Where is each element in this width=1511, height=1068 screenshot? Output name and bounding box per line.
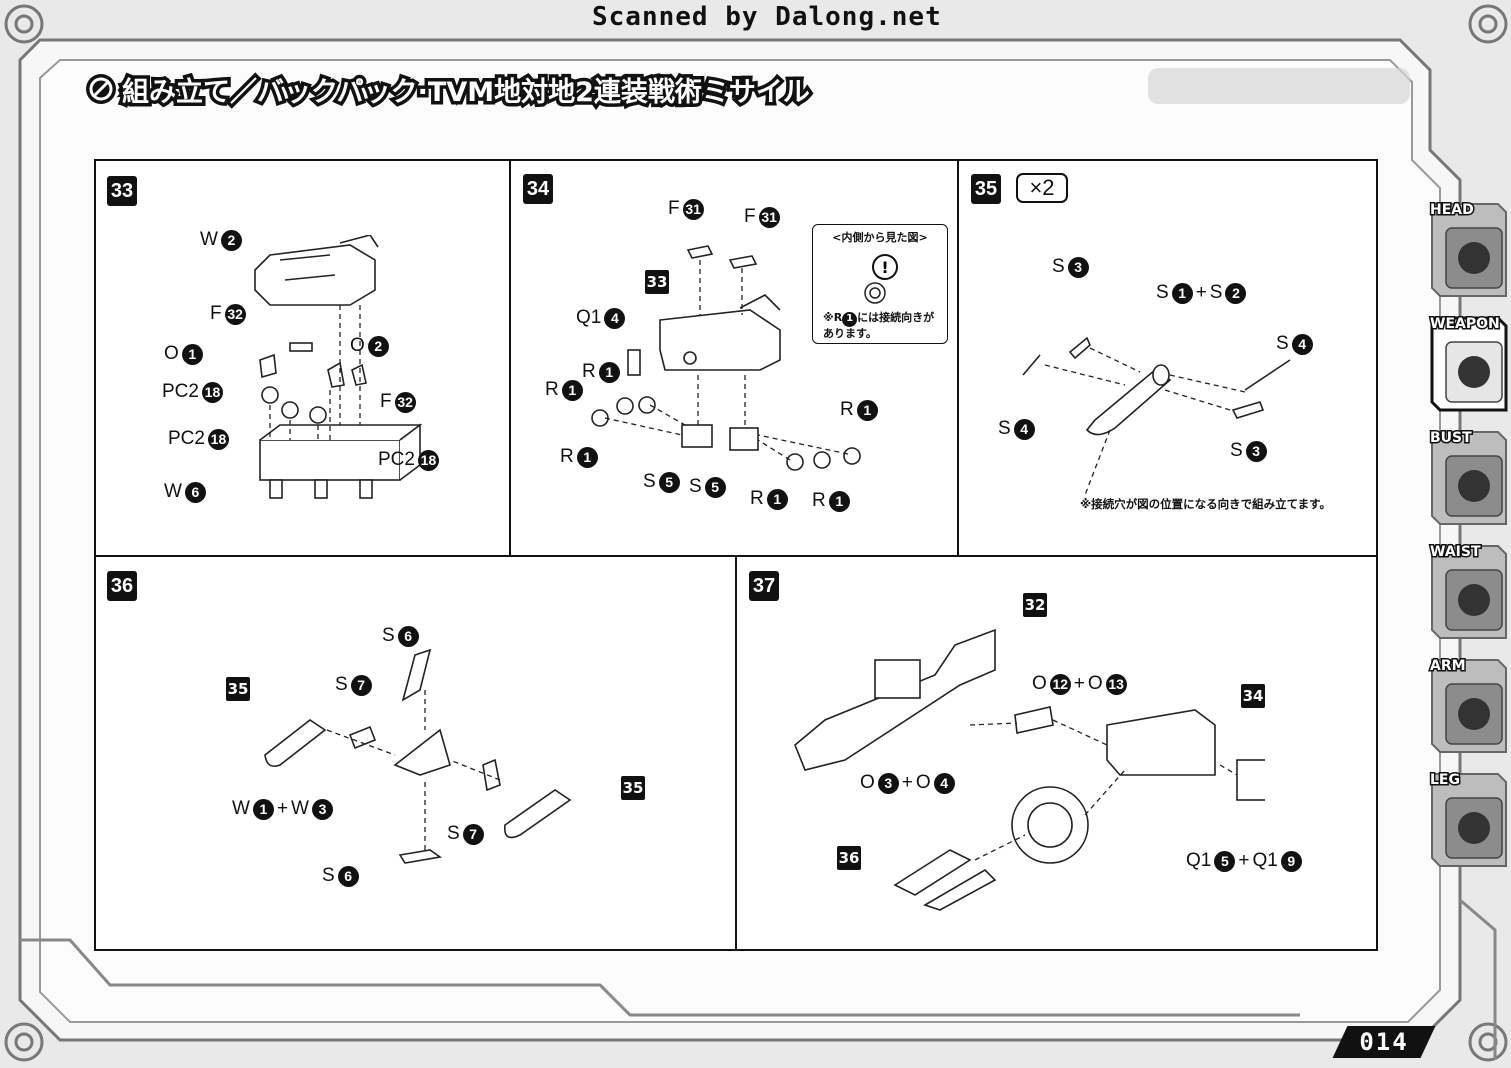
tab-background (1431, 203, 1507, 297)
tab-label: BUST (1429, 429, 1474, 448)
tab-background (1431, 545, 1507, 639)
tab-waist[interactable]: WAIST (1428, 542, 1508, 642)
step-36-diagram (264, 648, 572, 864)
ref-part-badge: 35 (226, 677, 250, 701)
tab-background (1430, 316, 1508, 412)
step-37-diagram (794, 628, 1265, 911)
mirrored-ghost-title (1148, 68, 1410, 104)
step-34-badge: 34 (523, 174, 553, 204)
step-33-diagram (254, 235, 423, 499)
ref-part-badge: 35 (621, 776, 645, 800)
step-35-diagram (1022, 336, 1291, 496)
tab-background (1431, 773, 1507, 867)
tab-background (1431, 431, 1507, 525)
tab-label: HEAD (1429, 201, 1476, 220)
ref-part-badge: 32 (1023, 593, 1047, 617)
ref-part-badge: 34 (1241, 684, 1265, 708)
step-34-diagram (591, 245, 861, 471)
tab-label: ARM (1429, 657, 1468, 676)
tab-leg[interactable]: LEG (1428, 770, 1508, 870)
tab-background (1431, 659, 1507, 753)
tab-bust[interactable]: BUST (1428, 428, 1508, 528)
page-title: 組み立て／バックパック·TVM地対地2連装戦術ミサイル (119, 73, 814, 111)
page-number-badge: 014 (1332, 1026, 1436, 1058)
page-number: 014 (1359, 1028, 1409, 1056)
gear-icon (86, 74, 116, 104)
assembly-note: ※接続穴が図の位置になる向きで組み立てます。 (1080, 497, 1331, 511)
step-35-badge: 35 (971, 174, 1001, 204)
page-title-bar: 組み立て／バックパック·TVM地対地2連装戦術ミサイル (84, 68, 814, 111)
note-heading: <内側から見た図> (832, 231, 928, 244)
quantity-multiplier: ×2 (1016, 173, 1068, 203)
ref-part-badge: 33 (645, 270, 669, 294)
step-36-badge: 36 (107, 571, 137, 601)
scan-credit: Scanned by Dalong.net (592, 2, 942, 32)
tab-head[interactable]: HEAD (1428, 200, 1508, 300)
tab-label: LEG (1429, 771, 1462, 790)
step-33-badge: 33 (107, 176, 137, 206)
panel-grid-lines (94, 159, 1378, 951)
tab-arm[interactable]: ARM (1428, 656, 1508, 756)
tab-weapon[interactable]: WEAPON (1428, 314, 1508, 414)
tab-label: WEAPON (1429, 315, 1502, 334)
step-37-badge: 37 (749, 571, 779, 601)
warning-icon: ! (864, 254, 898, 304)
tab-label: WAIST (1429, 543, 1482, 562)
svg-text:!: ! (881, 258, 888, 277)
ref-part-badge: 36 (837, 846, 861, 870)
